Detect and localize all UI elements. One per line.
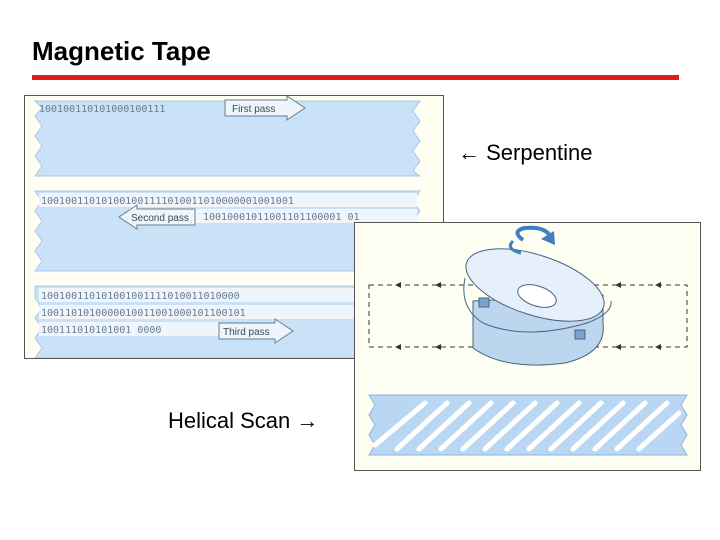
read-head-2 [574, 329, 586, 340]
helical-tracks [372, 400, 682, 452]
second-pass-bits-bottom: 10010001011001101100001 01 [203, 212, 360, 223]
tape-track-1 [33, 100, 422, 177]
second-pass-bits-top: 1001001101010010011110100110100000010010… [41, 196, 294, 207]
third-pass-bits-top: 100100110101001001111010011010000 [41, 291, 240, 302]
second-pass-label: Second pass [131, 213, 189, 224]
helical-scan-caption: Helical Scan → [168, 408, 319, 433]
first-pass-arrow: First pass [224, 96, 306, 121]
slide-title: Magnetic Tape [32, 36, 211, 66]
first-pass-label: First pass [232, 104, 275, 115]
title-underline [32, 75, 679, 80]
helical-tape [368, 394, 688, 456]
rotation-arrow-icon [508, 225, 555, 255]
read-head-1 [478, 297, 490, 308]
second-pass-arrow: Second pass [118, 204, 196, 230]
tape-path-outline [368, 284, 688, 348]
helical-diagram [368, 225, 688, 456]
serpentine-figure: First pass 100100110101000100111 1001001… [24, 95, 444, 359]
third-pass-label: Third pass [223, 327, 270, 338]
head-drum [463, 248, 612, 366]
third-pass-bits-bottom: 100111010101001 0000 [41, 325, 161, 336]
serpentine-caption: ← Serpentine [458, 140, 593, 165]
helical-scan-figure [354, 222, 701, 471]
third-pass-arrow: Third pass [218, 318, 294, 344]
first-pass-bits: 100100110101000100111 [39, 104, 165, 115]
third-pass-bits-mid: 1001101010000010011001000101100101 [41, 308, 246, 319]
